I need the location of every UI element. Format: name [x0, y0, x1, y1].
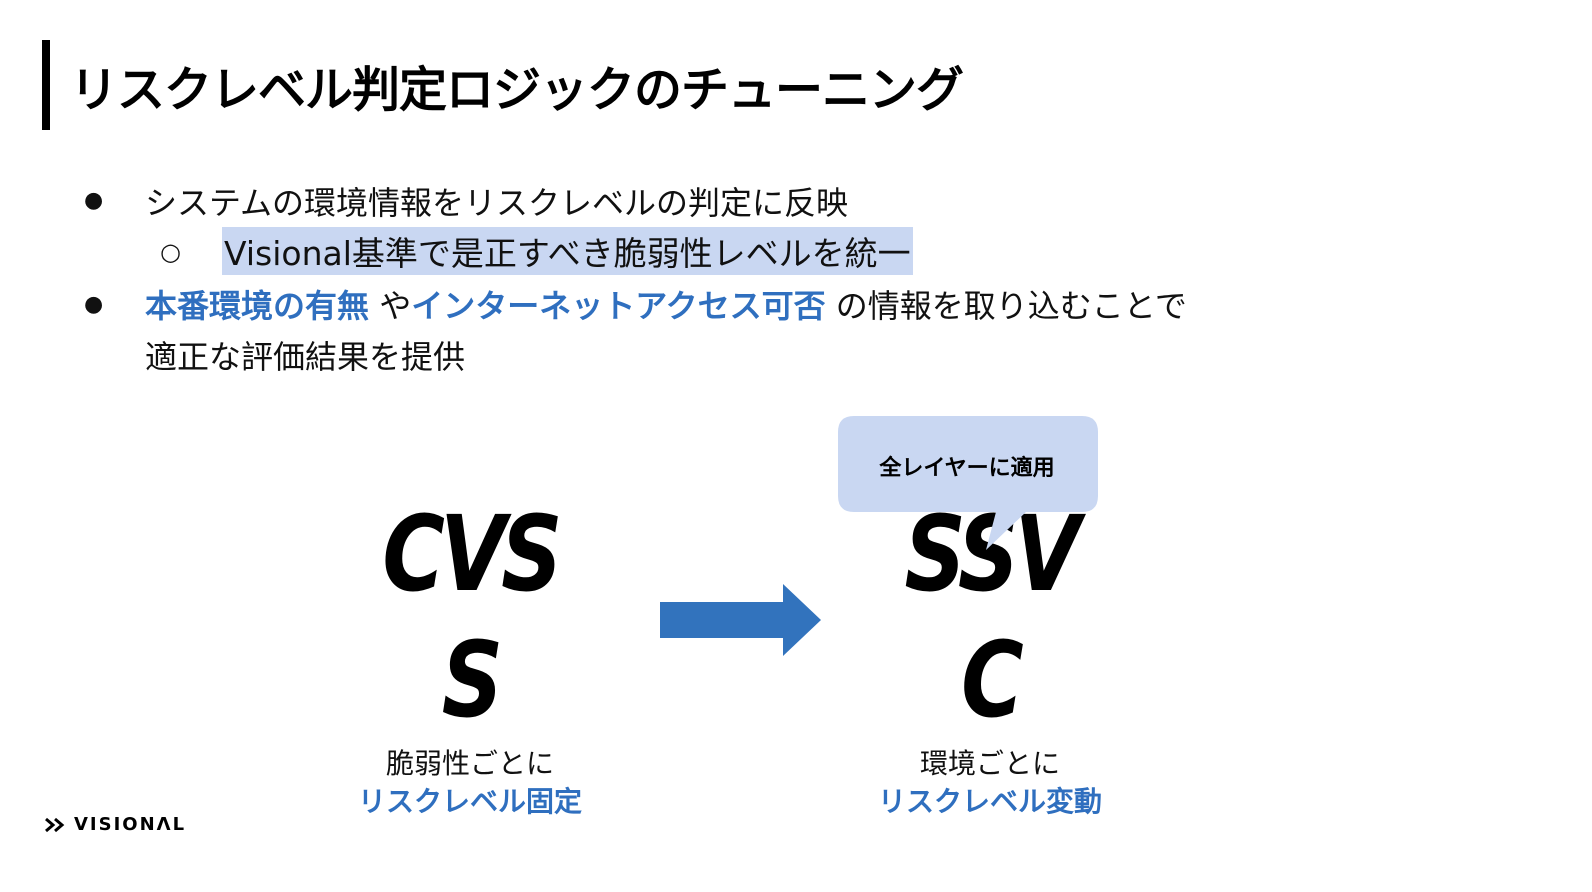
- right-arrow-icon: [660, 584, 821, 656]
- ssvc-caption-line2: リスクレベル変動: [877, 785, 1102, 818]
- sub-bullet-text-highlighted: Visional基準で是正すべき脆弱性レベルを統一: [222, 227, 913, 275]
- ssvc-caption-line1: 環境ごとに: [919, 747, 1060, 780]
- ssvc-term-line1: SSV: [904, 493, 1080, 615]
- arrow-shape: [660, 584, 821, 656]
- slide-title: リスクレベル判定ロジックのチューニング: [70, 62, 964, 118]
- speech-bubble-shape: [838, 416, 1098, 550]
- visional-logo: VISIONΛL: [44, 814, 186, 835]
- ssvc-term-line2: C: [961, 619, 1024, 741]
- bullet-text-2: 本番環境の有無 やインターネットアクセス可否 の情報を取り込むことで: [145, 281, 1187, 327]
- speech-bubble: [838, 416, 1098, 550]
- sub-bullet-dot: ○: [160, 238, 181, 266]
- bullet-dot-2: ●: [84, 292, 104, 317]
- speech-bubble-text: 全レイヤーに適用: [879, 456, 1055, 481]
- cvss-term-line2: S: [441, 619, 503, 741]
- bullet-dot-1: ●: [84, 188, 104, 213]
- bullet-text-1: システムの環境情報をリスクレベルの判定に反映: [145, 184, 849, 222]
- bullet-text-2-connector: や: [369, 287, 412, 325]
- highlight-production-env: 本番環境の有無: [145, 287, 370, 325]
- logo-text: VISIONΛL: [74, 814, 187, 835]
- title-accent-bar: [42, 40, 50, 130]
- bullet-text-2-tail: の情報を取り込むことで: [825, 287, 1187, 325]
- double-chevron-icon: [45, 817, 65, 832]
- cvss-term-line1: CVS: [382, 493, 562, 615]
- bullet-text-2-line2: 適正な評価結果を提供: [145, 338, 466, 376]
- cvss-caption-line1: 脆弱性ごとに: [385, 747, 554, 780]
- highlight-internet-access: インターネットアクセス可否: [411, 287, 826, 325]
- cvss-caption-line2: リスクレベル固定: [357, 785, 582, 818]
